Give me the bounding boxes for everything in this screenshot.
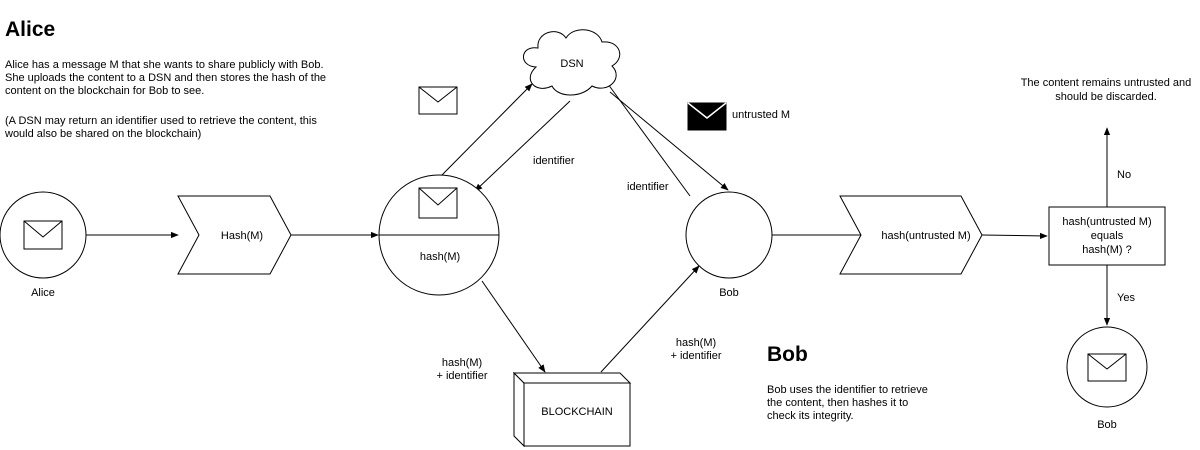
alice-desc-line-3: content on the blockchain for Bob to see… xyxy=(5,85,204,97)
alice-node: Alice xyxy=(0,191,87,299)
hash-m-label: Hash(M) xyxy=(221,230,263,242)
edge-dsn-to-bob-untrusted xyxy=(609,91,729,191)
svg-text:hash(M): hash(M) xyxy=(676,337,716,349)
svg-text:+ identifier: + identifier xyxy=(436,370,487,382)
envelope-icon xyxy=(23,220,63,250)
alice-heading: Alice xyxy=(5,18,55,41)
bob-desc-line-3: check its integrity. xyxy=(767,410,854,422)
no-label: No xyxy=(1117,169,1131,181)
blockchain-top xyxy=(512,372,632,384)
identifier-label-dsn-to-package: identifier xyxy=(533,155,575,167)
bob-circle xyxy=(685,191,773,279)
dsn-cloud-shape xyxy=(523,29,621,96)
hash-untrusted-step: hash(untrusted M) xyxy=(839,195,983,275)
package-hash-label: hash(M) xyxy=(420,251,460,263)
edges xyxy=(86,79,1111,373)
bob-desc-line-1: Bob uses the identifier to retrieve xyxy=(767,384,928,396)
bob-final-label: Bob xyxy=(1097,419,1117,431)
bob-label: Bob xyxy=(719,287,739,299)
alice-label: Alice xyxy=(31,287,55,299)
edge-package-to-blockchain xyxy=(481,280,546,373)
yes-label: Yes xyxy=(1117,292,1135,304)
alice-section: Alice Alice has a message M that she wan… xyxy=(4,18,326,140)
hash-untrusted-label: hash(untrusted M) xyxy=(881,230,970,242)
alice-note-line-1: (A DSN may return an identifier used to … xyxy=(5,115,317,127)
decision-node: hash(untrusted M) equals hash(M) ? xyxy=(1048,206,1166,266)
svg-text:hash(M): hash(M) xyxy=(442,357,482,369)
outcome-line-2: should be discarded. xyxy=(1055,91,1157,103)
bob-heading: Bob xyxy=(767,343,808,366)
alice-note-line-2: would also be shared on the blockchain) xyxy=(4,128,201,140)
label-to-blockchain: hash(M) + identifier xyxy=(436,357,487,382)
svg-text:+ identifier: + identifier xyxy=(670,350,721,362)
identifier-label-bob-to-dsn: identifier xyxy=(627,181,669,193)
blockchain-label: BLOCKCHAIN xyxy=(541,406,613,418)
dsn-node: DSN xyxy=(523,29,621,96)
bob-desc-line-2: the content, then hashes it to xyxy=(767,397,908,409)
hash-m-step: Hash(M) xyxy=(177,195,292,275)
envelope-icon xyxy=(418,86,458,115)
decision-line-2: equals xyxy=(1091,230,1124,242)
outcome-line-1: The content remains untrusted and xyxy=(1021,77,1192,89)
blockchain-front xyxy=(523,382,631,447)
alice-desc-line-2: She uploads the content to a DSN and the… xyxy=(5,72,326,84)
untrusted-outcome: The content remains untrusted and should… xyxy=(1021,77,1192,103)
bob-node: Bob xyxy=(685,191,773,299)
decision-line-1: hash(untrusted M) xyxy=(1062,216,1151,228)
decision-box xyxy=(1048,206,1166,266)
edge-blockchain-to-bob xyxy=(600,265,700,373)
edge-bob-to-dsn-identifier xyxy=(604,79,691,197)
hash-untrusted-shape xyxy=(839,195,983,275)
edge-package-to-dsn xyxy=(440,83,533,177)
blockchain-node: BLOCKCHAIN xyxy=(512,371,632,448)
envelope-icon xyxy=(418,187,458,219)
package-node: hash(M) xyxy=(378,174,500,296)
bob-section: Bob Bob uses the identifier to retrieve … xyxy=(767,343,928,422)
envelope-filled-icon xyxy=(687,102,727,131)
label-from-blockchain: hash(M) + identifier xyxy=(670,337,721,362)
envelope-icon xyxy=(1087,353,1127,382)
alice-desc-line-1: Alice has a message M that she wants to … xyxy=(5,59,324,71)
hash-m-shape xyxy=(177,195,292,275)
dsn-label: DSN xyxy=(560,58,583,70)
bob-final-node: Bob xyxy=(1066,326,1148,431)
untrusted-m-label: untrusted M xyxy=(732,109,790,121)
edge-hash-to-decision xyxy=(981,232,1048,240)
edge-dsn-to-package-identifier xyxy=(474,100,571,192)
blockchain-side xyxy=(513,371,525,448)
decision-line-3: hash(M) ? xyxy=(1082,244,1132,256)
